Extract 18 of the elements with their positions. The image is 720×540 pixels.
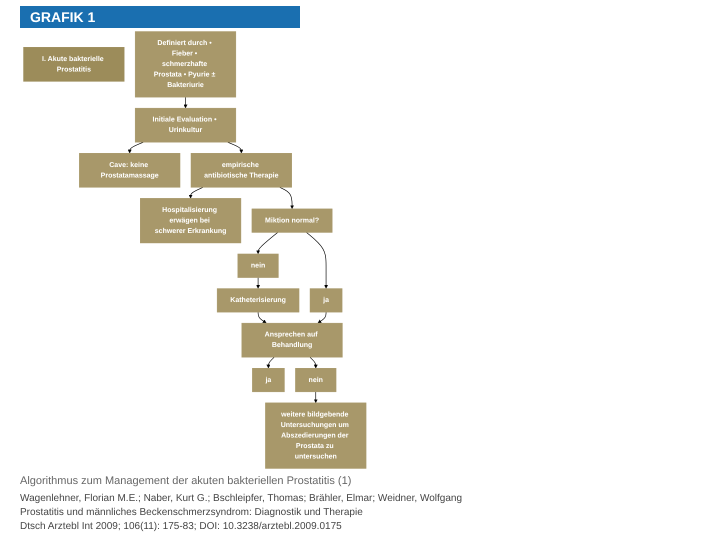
arrow [314, 392, 318, 403]
arrow [256, 277, 260, 289]
arrow [258, 312, 267, 324]
arrow [306, 232, 328, 289]
caption: Algorithmus zum Management der akuten bakteriellen Prostatitis (1) [20, 475, 352, 487]
title-banner: GRAFIK 1 [20, 6, 300, 28]
arrow [266, 356, 274, 368]
arrow [128, 142, 144, 154]
arrow [310, 356, 318, 368]
arrow [188, 187, 204, 198]
arrow [184, 96, 188, 108]
citation-text: Wagenlehner, Florian M.E.; Naber, Kurt G.; Bschleipfer, Thomas; Brähler, Elmar; Weidner, Wolfgang [20, 492, 464, 506]
citation-text: Prostatitis und männliches Beckenschmerzsyndrom: Diagnostik und Therapie [20, 506, 364, 520]
arrow [256, 232, 278, 254]
arrow [318, 312, 326, 324]
arrow [279, 187, 294, 210]
citation-text: Dtsch Arztebl Int 2009; 106(11): 175-83; DOI: 10.3238/arztebl.2009.0175 [20, 520, 343, 534]
arrow [227, 142, 244, 154]
